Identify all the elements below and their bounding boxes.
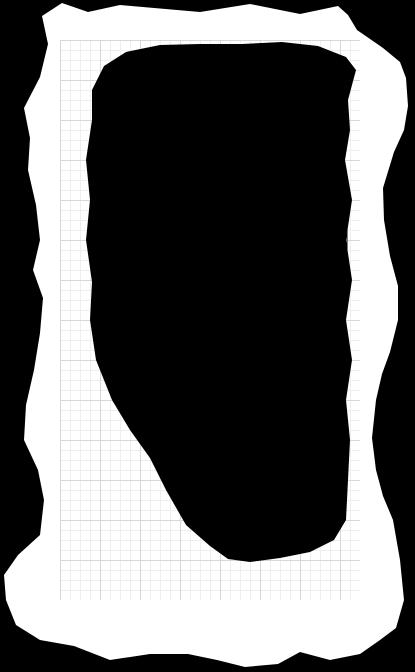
end-node-label: fine — [266, 493, 286, 507]
start-node-label: start program — [129, 82, 201, 96]
random-node-label: crea un numero casuale da 1 a x — [271, 213, 341, 269]
loop-node-label: ciclo for x=4,x<20,X+=2 — [105, 226, 188, 255]
condition-node-label: se x>=20 il ciclo finisce e i numeri son… — [251, 337, 324, 407]
